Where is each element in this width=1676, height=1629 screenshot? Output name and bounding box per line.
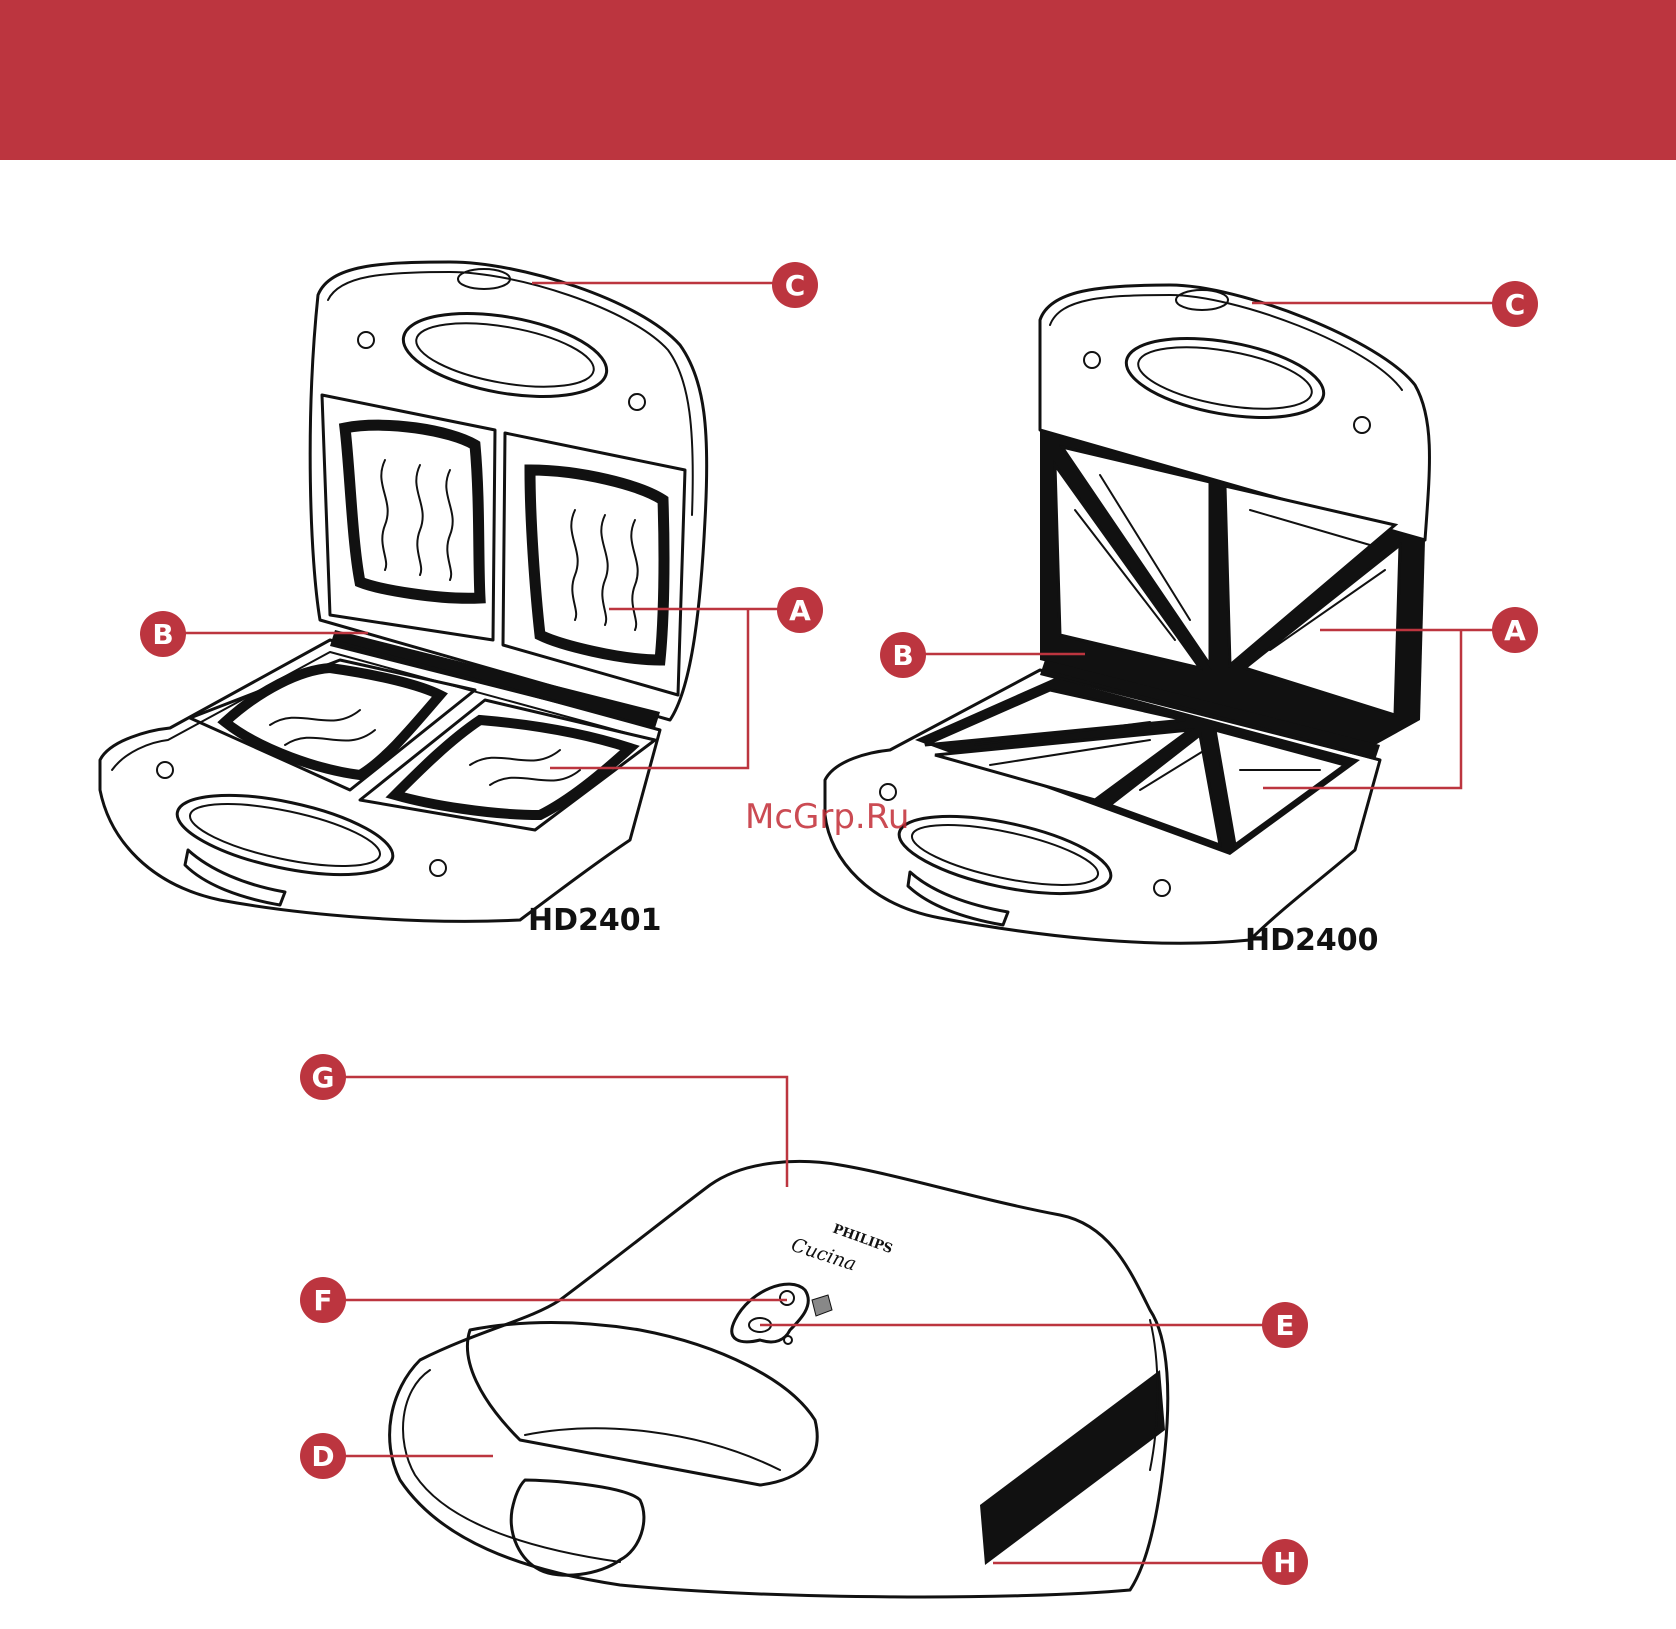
callout-letter: A — [1504, 614, 1526, 647]
callout-g: G — [300, 1054, 346, 1100]
watermark: McGrp.Ru — [745, 797, 909, 837]
callout-h: H — [1262, 1539, 1308, 1585]
callout-c-hd2401: C — [772, 262, 818, 308]
callout-letter: G — [312, 1061, 335, 1094]
callout-letter: E — [1275, 1309, 1294, 1342]
callout-letter: F — [313, 1284, 332, 1317]
callout-letter: H — [1273, 1546, 1296, 1579]
callout-c-hd2400: C — [1492, 281, 1538, 327]
sandwich-maker-hd2400: HD2400 — [825, 285, 1429, 958]
callout-letter: B — [152, 618, 173, 651]
sandwich-maker-closed: PHILIPS Cucina — [390, 1162, 1168, 1597]
callout-letter: D — [311, 1440, 334, 1473]
callout-e: E — [1262, 1302, 1308, 1348]
callout-a-hd2400: A — [1492, 607, 1538, 653]
model-label-hd2401: HD2401 — [528, 903, 662, 938]
callout-b-hd2400: B — [880, 632, 926, 678]
sandwich-maker-hd2401: HD2401 — [100, 262, 707, 938]
callout-a-hd2401: A — [777, 587, 823, 633]
callout-d: D — [300, 1433, 346, 1479]
callout-f: F — [300, 1277, 346, 1323]
callout-letter: C — [785, 269, 806, 302]
callout-b-hd2401: B — [140, 611, 186, 657]
model-label-hd2400: HD2400 — [1245, 923, 1379, 958]
callout-letter: A — [789, 594, 811, 627]
callout-letter: B — [892, 639, 913, 672]
callout-letter: C — [1505, 288, 1526, 321]
